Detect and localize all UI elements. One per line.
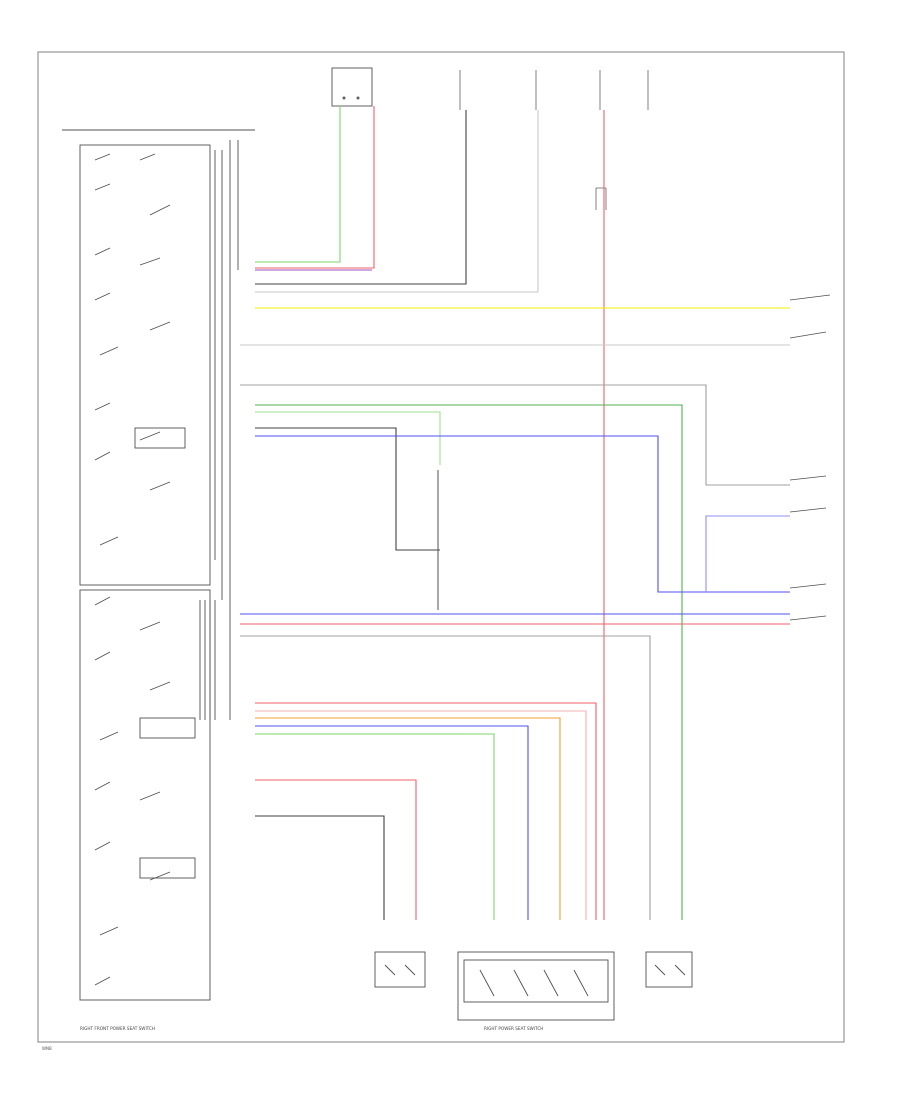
wire-red-top [255, 106, 375, 269]
wire-light-green-mid [255, 411, 441, 465]
power-seat-switch-assembly [62, 129, 255, 1001]
top-connector [331, 67, 373, 107]
main-switch-label: RIGHT FRONT POWER SEAT SWITCH [80, 1026, 155, 1031]
motor-switch-label: RIGHT POWER SEAT SWITCH [484, 1026, 543, 1031]
wire-blue-right [705, 515, 790, 592]
wire-black-top [255, 110, 467, 285]
left-bottom-motor [374, 951, 426, 988]
wire-orange-motor [255, 717, 561, 920]
wire-gray-lower [240, 635, 651, 920]
wire-pink-motor [255, 710, 587, 920]
right-terminals [789, 294, 831, 621]
wire-black-left-conn [255, 815, 385, 920]
wire-green-top [255, 106, 341, 263]
wires [240, 106, 790, 920]
wire-green-motor [255, 733, 495, 920]
wire-blue-upper [255, 435, 790, 593]
wire-black-sensor [255, 427, 440, 551]
wire-blue-motor [255, 725, 529, 920]
wire-gray-right [240, 384, 790, 486]
fuse-markers [459, 70, 649, 210]
diagram-frame [37, 51, 845, 1043]
wire-gray-top [255, 110, 539, 293]
corner-label: WNB [42, 1046, 52, 1051]
right-bottom-motor [645, 951, 693, 988]
power-seat-motor-switch [457, 951, 615, 1021]
wire-red-motor [255, 702, 597, 920]
wire-red-left-conn [255, 779, 417, 920]
wire-dark-green [255, 404, 683, 920]
